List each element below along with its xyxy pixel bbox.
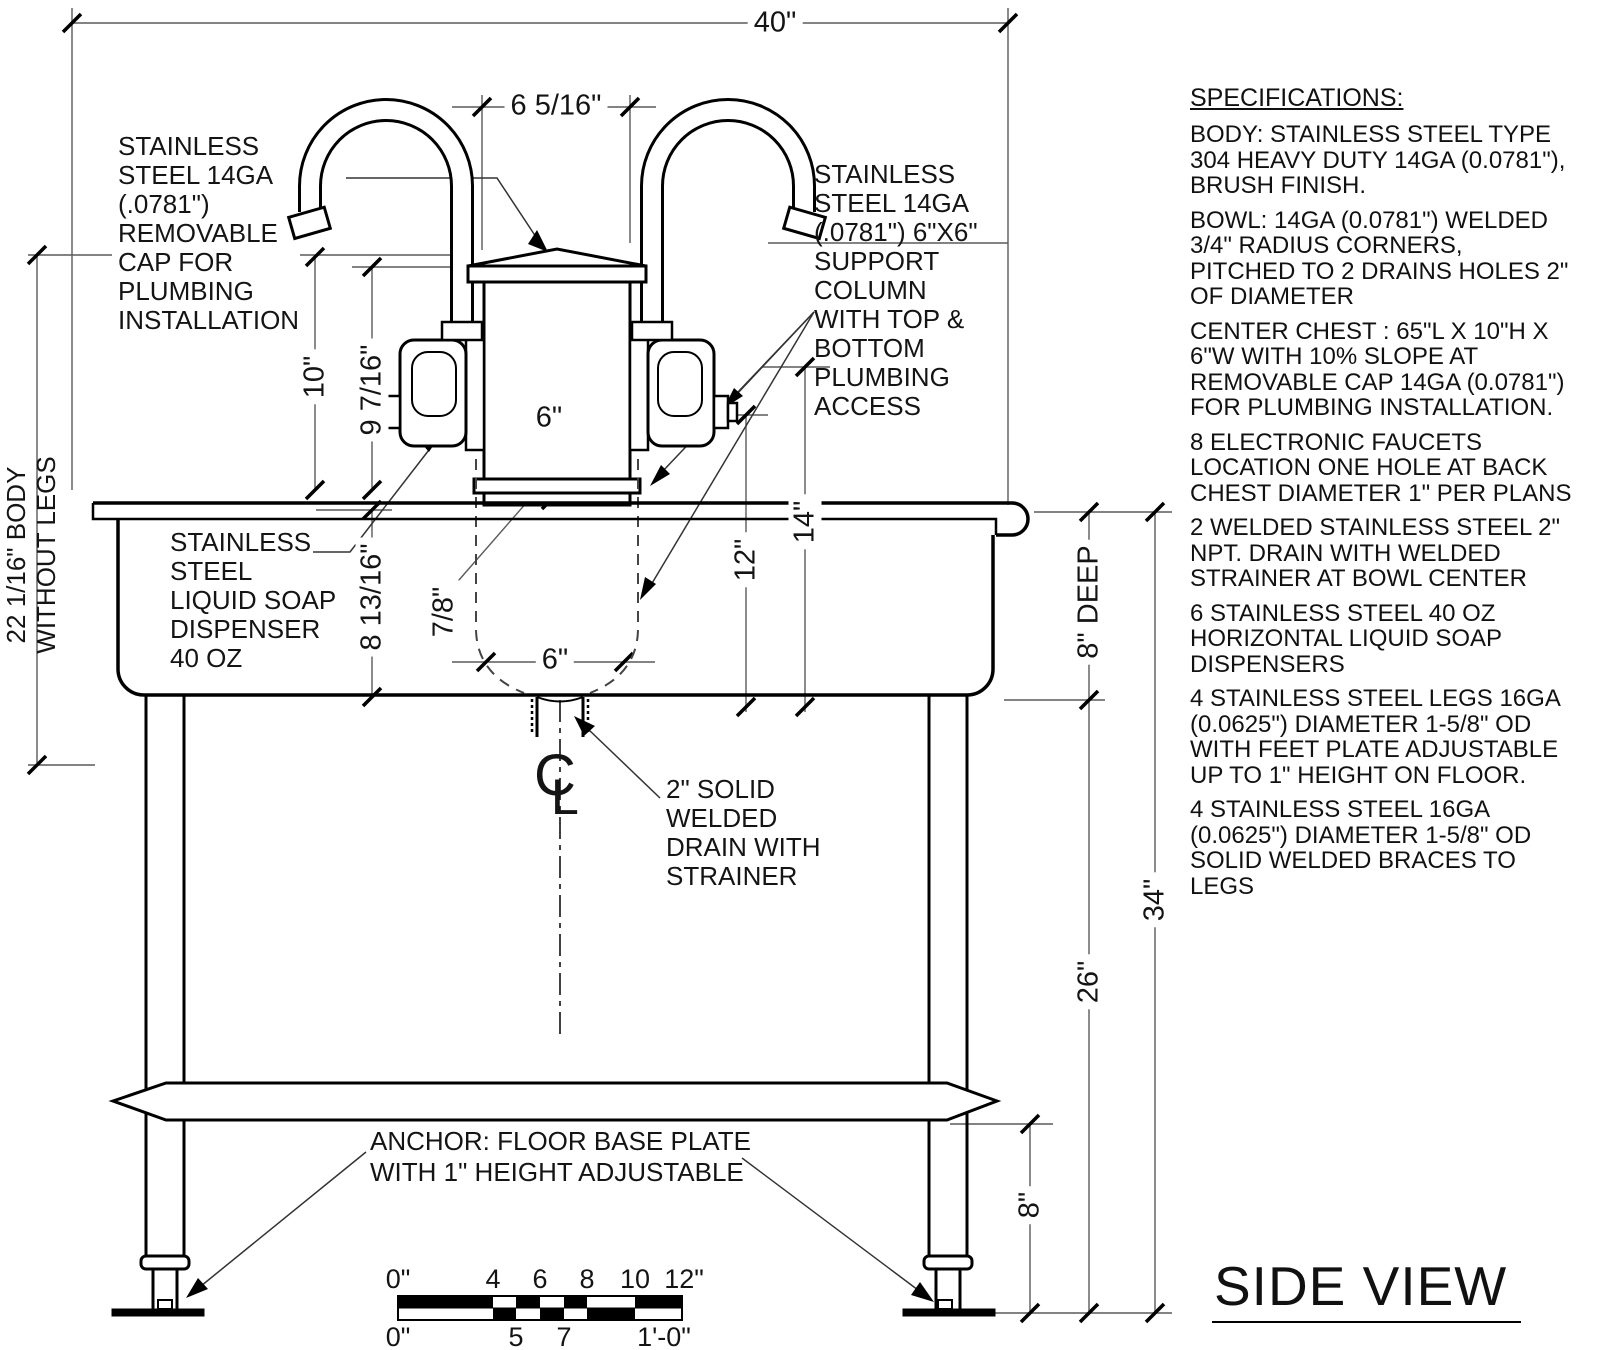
dim-faucet-spacing: 6 5/16" [504,89,608,123]
spec-faucets: 8 ELECTRONIC FAUCETS LOCATION ONE HOLE A… [1190,428,1572,507]
view-title: SIDE VIEW [1212,1254,1522,1323]
centerline-symbol: C [534,743,576,808]
dim-body-height: 22 1/16" BODY WITHOUT LEGS [1,456,61,654]
dim-leg-height: 26" [1072,954,1106,1010]
scale-top-12: 12" [664,1264,704,1294]
dim-bowl-depth-outer: 8 13/16" [355,537,389,657]
right-faucet [640,98,828,334]
dim-14: 14" [788,494,822,550]
spec-legs: 4 STAINLESS STEEL LEGS 16GA (0.0625") DI… [1190,685,1560,789]
dim-overall-height: 34" [1138,872,1172,928]
left-base-plate [111,1308,205,1317]
removable-cap-label: STAINLESS STEEL 14GA (.0781") REMOVABLE … [118,131,300,335]
spec-body: BODY: STAINLESS STEEL TYPE 304 HEAVY DUT… [1190,121,1566,199]
legs [144,695,969,1256]
spec-center-chest: CENTER CHEST : 65"L X 10"H X 6"W WITH 10… [1190,317,1565,421]
scale-top-10: 10 [619,1264,651,1294]
scale-bottom-0: 0" [385,1322,411,1350]
leader-lines [200,177,919,1291]
spec-braces: 4 STAINLESS STEEL 16GA (0.0625") DIAMETE… [1190,796,1532,900]
dim-brace-height: 8" [1013,1185,1047,1225]
leg-brace [108,1081,1002,1122]
dim-overall-width: 40" [747,6,803,40]
right-dispenser-knob-icon [712,394,730,430]
sink-body [91,501,1030,697]
dim-bowl-offset: 7/8" [427,580,461,644]
right-dispenser [628,320,739,452]
spec-dispensers: 6 STAINLESS STEEL 40 OZ HORIZONTAL LIQUI… [1190,599,1502,678]
scale-bottom-12: 1'-0" [637,1322,691,1350]
anchor-label: ANCHOR: FLOOR BASE PLATE WITH 1" HEIGHT … [370,1126,751,1187]
spec-drains: 2 WELDED STAINLESS STEEL 2" NPT. DRAIN W… [1190,514,1560,592]
scale-top-8: 8 [579,1264,595,1294]
right-base-plate [902,1308,996,1317]
soap-dispenser-label: STAINLESS STEEL LIQUID SOAP DISPENSER 40… [170,527,337,673]
dim-12: 12" [729,532,763,588]
left-faucet-nozzle-icon [286,205,333,241]
dim-column-width: 6" [529,401,569,435]
centerline-symbol-l: L [551,769,579,825]
scale-top-6: 6 [532,1264,548,1294]
dim-riser-height: 9 7/16" [355,338,389,442]
dim-cap-height: 10" [298,349,332,405]
support-column-label: STAINLESS STEEL 14GA (.0781") 6"X6" SUPP… [814,159,978,421]
drain-label: 2" SOLID WELDED DRAIN WITH STRAINER [666,774,821,891]
feet [111,1254,996,1317]
dim-body-depth: 8" DEEP [1072,539,1106,665]
specifications-heading: SPECIFICATIONS: [1190,84,1404,112]
scale-bottom-5: 5 [508,1322,524,1350]
support-column [466,247,648,507]
left-dispenser [375,320,486,452]
scale-bar [397,1295,683,1321]
left-faucet [286,98,474,334]
dim-drain-spacing: 6" [535,643,575,677]
right-faucet-nozzle-icon [781,205,828,241]
scale-top-4: 4 [485,1264,501,1294]
specifications-block: SPECIFICATIONS: BODY: STAINLESS STEEL TY… [1190,84,1572,899]
scale-bottom-7: 7 [556,1322,572,1350]
spec-bowl: BOWL: 14GA (0.0781") WELDED 3/4" RADIUS … [1190,206,1569,310]
scale-top-0: 0" [385,1264,411,1294]
